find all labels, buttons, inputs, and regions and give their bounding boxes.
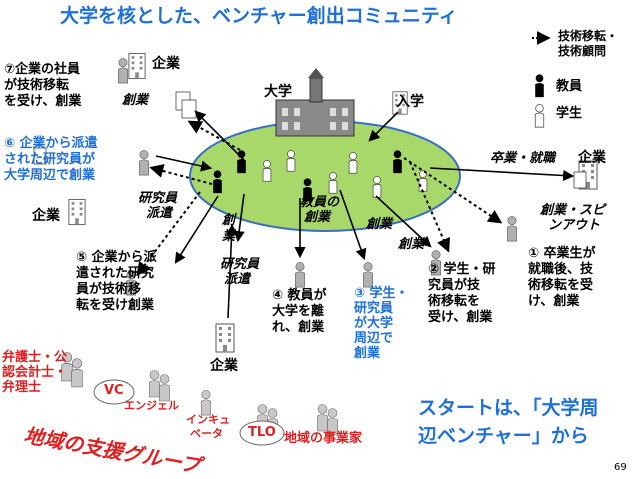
legend-faculty-icon (535, 74, 544, 98)
enter-university-label: 入学 (396, 94, 424, 110)
note-3-line: が大学 (354, 316, 394, 331)
lawyer-line: 弁護士・公 (2, 350, 68, 365)
startup-box-icon (181, 99, 197, 119)
graduate-employment-label: 卒業・就職 (490, 151, 556, 166)
company-building-icon (68, 198, 86, 226)
faculty-figure-icon (294, 262, 306, 288)
note-1-line: 就職後、技 (528, 262, 594, 277)
note-7-line: が技術移転 (4, 78, 70, 93)
note-7: ⑦企業の社員 が技術移転 を受け、創業 (4, 62, 81, 110)
incubator-label-1: インキュ (186, 413, 230, 426)
note-1-line: ① 卒業生が (528, 246, 596, 261)
note-6: ⑥ 企業から派遣 された研究員が 大学周辺で創業 (4, 136, 98, 184)
spinout-label-2: ンアウト (548, 218, 601, 233)
note-3-line: 創業 (354, 346, 381, 361)
note-2-line: 受け、創業 (428, 310, 493, 325)
note-5: ⑤ 企業から派 遣された研究 員が技術移 転を受け創業 (76, 250, 157, 314)
faculty-startup-label-2: 創業 (304, 210, 331, 225)
company-label-bottom: 企業 (210, 358, 238, 374)
researcher-dispatch-bottom-2: 派遣 (224, 272, 251, 287)
graduate-figure-icon (506, 216, 518, 242)
startup-vertical-2: 業 (222, 229, 236, 244)
note-7-line: ⑦企業の社員 (4, 62, 81, 77)
note-6-line: 大学周辺で創業 (4, 168, 96, 183)
researcher-dispatch-label-2: 派遣 (146, 206, 173, 221)
start-message-line: 辺ベンチャー」から (418, 425, 589, 447)
startup-box-icon (33, 147, 47, 165)
note-1: ① 卒業生が 就職後、技 術移転を受 け、創業 (528, 246, 596, 310)
page-title: 大学を核とした、ベンチャー創出コミュニティ (60, 5, 458, 27)
legend-student-icon (534, 104, 545, 128)
note-4-line: れ、創業 (272, 320, 325, 335)
note-7-line: を受け、創業 (4, 94, 82, 109)
start-message: スタートは、「大学周 辺ベンチャー」から (418, 394, 599, 450)
note-5-line: 遣された研究 (76, 266, 155, 281)
local-entrepreneur-label: 地域の事業家 (284, 431, 363, 446)
note-5-line: 転を受け創業 (76, 298, 155, 313)
startup-vertical-1: 創 (222, 213, 236, 228)
researcher-dispatch-bottom-1: 研究員 (220, 257, 260, 272)
lawyer-line: 認会計士・ (2, 365, 68, 380)
lawyer-accountant-label: 弁護士・公 認会計士・ 弁理士 (2, 350, 67, 395)
tlo-label: TLO (248, 425, 276, 440)
note-3-line: ③ 学生・ (354, 286, 409, 301)
legend-student-label: 学生 (556, 106, 583, 121)
note-4: ④ 教員が 大学を離 れ、創業 (272, 288, 327, 336)
legend-faculty-label: 教員 (556, 79, 583, 94)
transfer-arrows (136, 120, 503, 277)
vc-oval (93, 379, 135, 405)
startup-label-top: 創業 (122, 93, 149, 108)
note-2-line: 術移転を (428, 294, 481, 309)
startup-label-middle: 創業 (366, 217, 393, 232)
vc-label: VC (104, 383, 124, 398)
note-6-line: された研究員が (4, 152, 96, 167)
page-number: 69 (614, 462, 627, 473)
company-building-icon (215, 323, 235, 353)
university-label: 大学 (264, 84, 292, 100)
note-4-line: 大学を離 (272, 304, 325, 319)
company-label-top: 企業 (152, 56, 180, 72)
researcher-dispatch-label-1: 研究員 (138, 191, 178, 206)
company-label-left: 企業 (32, 208, 60, 224)
angel-label: エンジェル (124, 399, 179, 412)
spinout-label-1: 創業・スピ (540, 203, 606, 218)
note-1-line: け、創業 (528, 294, 580, 309)
legend-transfer-label: 技術移転・ (558, 29, 619, 43)
company-label-right: 企業 (578, 150, 606, 166)
lawyer-line: 弁理士 (2, 380, 42, 395)
note-5-line: 員が技術移 (76, 282, 142, 297)
note-1-line: 術移転を受 (528, 278, 594, 293)
startup-label-right: 創業 (398, 237, 425, 252)
flow-arrows (155, 110, 575, 319)
note-2-line: 究員が技 (428, 278, 481, 293)
note-4-line: ④ 教員が (272, 288, 327, 303)
note-3-line: 研究員 (354, 301, 394, 316)
startup-box-icon (573, 171, 587, 189)
legend-transfer-label-2: 技術顧問 (558, 44, 607, 58)
note-2: ② 学生・研 究員が技 術移転を 受け、創業 (428, 262, 496, 326)
note-3-line: 周辺で (354, 331, 394, 346)
incubator-label-2: ベータ (190, 427, 223, 440)
company-building-icon (128, 52, 146, 80)
note-5-line: ⑤ 企業から派 (76, 250, 157, 265)
note-6-line: ⑥ 企業から派遣 (4, 136, 98, 151)
student-figure-icon (362, 262, 374, 288)
note-2-line: ② 学生・研 (428, 262, 496, 277)
tlo-oval (239, 420, 285, 446)
university-building-icon (275, 68, 355, 137)
researcher-figure-icon (138, 150, 150, 176)
faculty-startup-label-1: 教員の (300, 195, 340, 210)
employee-figure-icon (117, 58, 129, 84)
start-message-line: スタートは、「大学周 (418, 397, 599, 419)
note-3: ③ 学生・ 研究員 が大学 周辺で 創業 (354, 286, 409, 361)
